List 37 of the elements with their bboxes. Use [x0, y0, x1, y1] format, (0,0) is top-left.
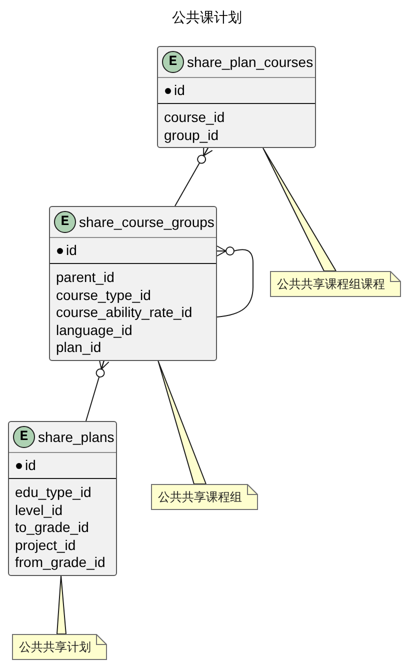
field-name: group_id	[164, 126, 218, 144]
entity-name: share_course_groups	[79, 214, 214, 230]
note	[151, 484, 258, 510]
note-connector	[158, 360, 206, 484]
field-name: plan_id	[56, 339, 102, 356]
field-name: parent_id	[56, 269, 114, 286]
field-name: level_id	[15, 502, 62, 519]
entity-table	[8, 421, 117, 576]
note-connector	[56, 575, 66, 634]
field-name: project_id	[15, 536, 76, 554]
entity-symbol: E	[54, 211, 76, 233]
field-name: from_grade_id	[15, 554, 106, 572]
entity-symbol: E	[162, 51, 184, 73]
note	[270, 271, 401, 297]
note-connector	[262, 148, 336, 272]
field-name: course_ability_rate_id	[56, 304, 192, 322]
key-field: id	[66, 242, 77, 259]
note-text: 公共共享课程组课程	[277, 276, 385, 292]
relationship-line	[216, 246, 254, 318]
entity-table	[157, 46, 316, 148]
relationship-line	[86, 358, 110, 422]
note-text: 公共共享计划	[19, 639, 91, 655]
relationship-line	[174, 145, 213, 206]
key-field: id	[25, 457, 36, 474]
field-name: course_id	[164, 109, 225, 126]
entity-symbol: E	[13, 426, 35, 448]
field-name: edu_type_id	[15, 484, 92, 502]
note-text: 公共共享课程组	[158, 489, 242, 505]
entity-table	[49, 206, 217, 360]
note	[12, 634, 107, 660]
key-field: id	[174, 82, 185, 99]
entity-name: share_plan_courses	[187, 54, 314, 70]
field-name: to_grade_id	[15, 519, 89, 536]
field-name: course_type_id	[56, 286, 151, 304]
entity-name: share_plans	[38, 428, 114, 446]
field-name: language_id	[56, 322, 132, 339]
diagram-title: 公共课计划	[172, 9, 242, 27]
